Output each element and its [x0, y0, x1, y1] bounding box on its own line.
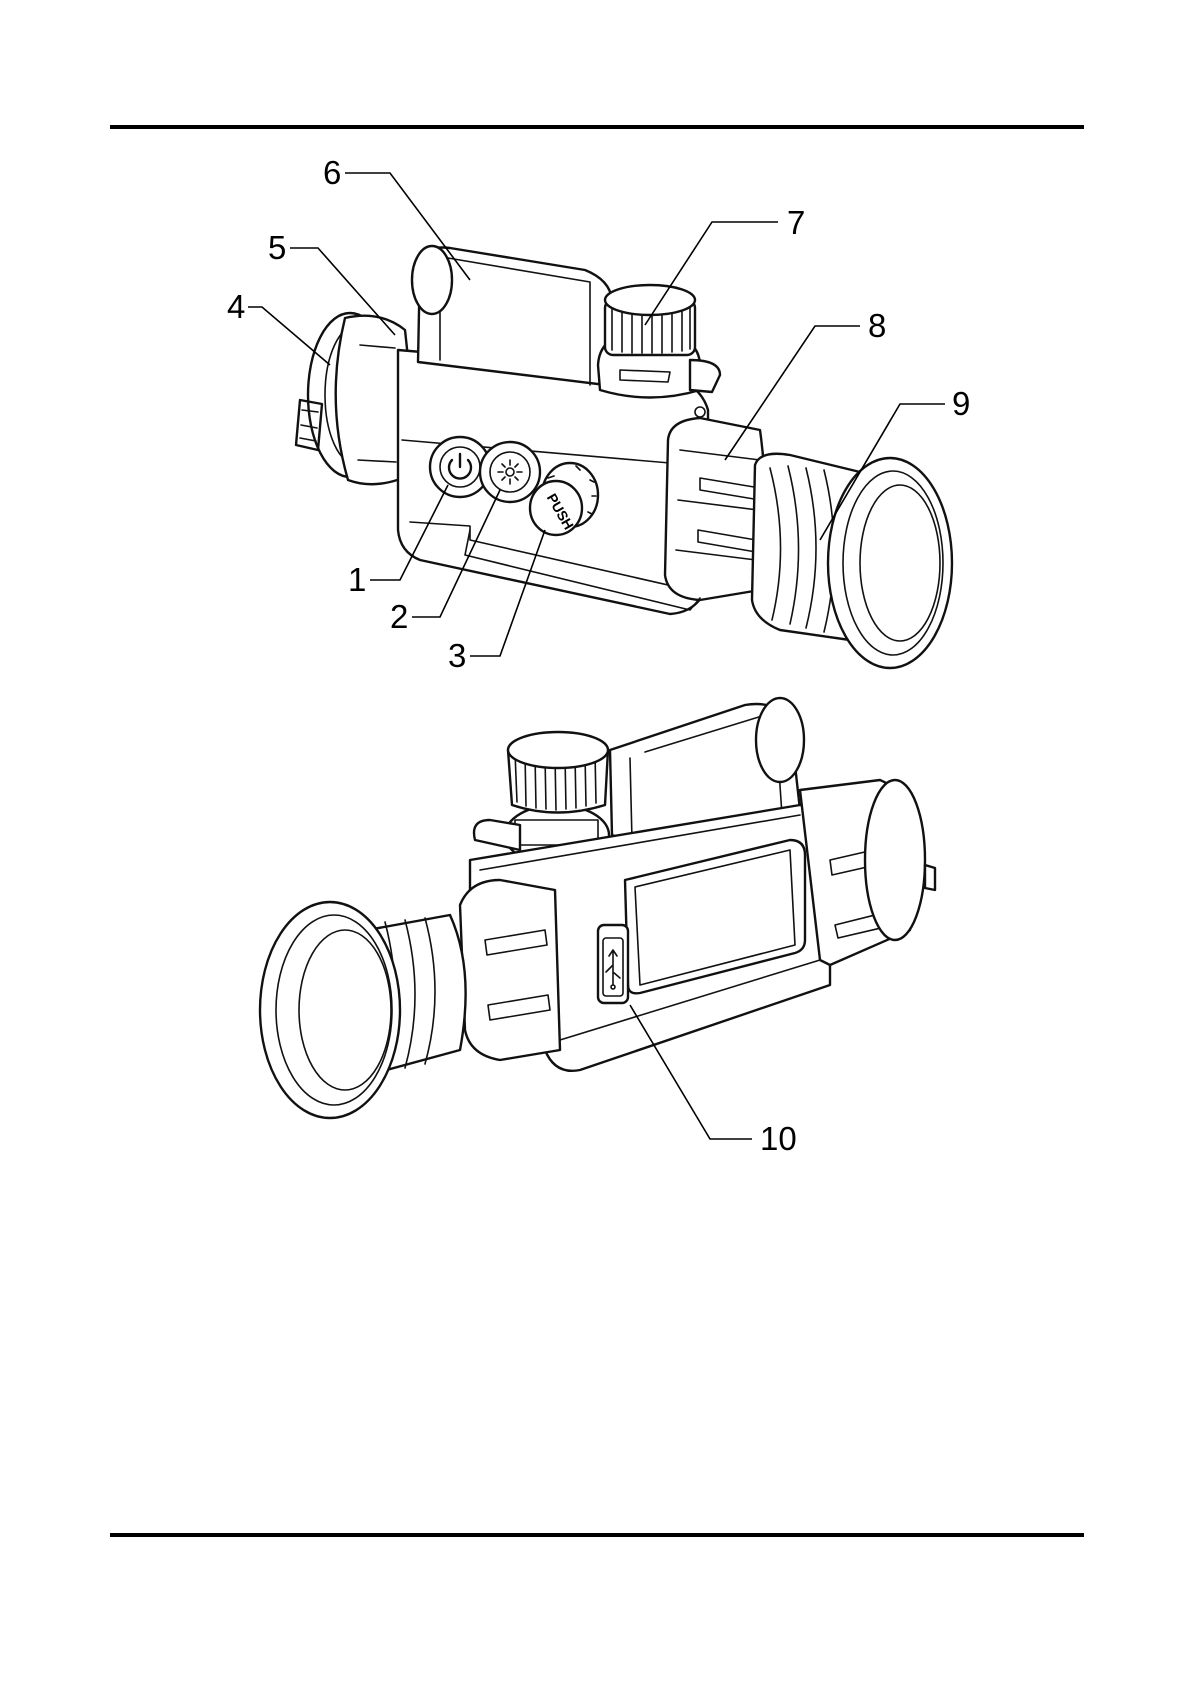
- usb-port[interactable]: [598, 925, 628, 1003]
- svg-text:4: 4: [227, 288, 245, 325]
- svg-text:3: 3: [448, 637, 466, 674]
- svg-text:6: 6: [323, 154, 341, 191]
- svg-text:9: 9: [952, 385, 970, 422]
- svg-text:7: 7: [787, 204, 805, 241]
- device-bottom-view: [260, 698, 935, 1118]
- svg-text:8: 8: [868, 307, 886, 344]
- svg-text:5: 5: [268, 229, 286, 266]
- svg-text:10: 10: [760, 1120, 797, 1157]
- rear-barrel: [665, 418, 765, 600]
- brightness-button[interactable]: [480, 442, 540, 502]
- display-housing: [412, 246, 612, 385]
- svg-text:1: 1: [348, 561, 366, 598]
- svg-text:2: 2: [390, 598, 408, 635]
